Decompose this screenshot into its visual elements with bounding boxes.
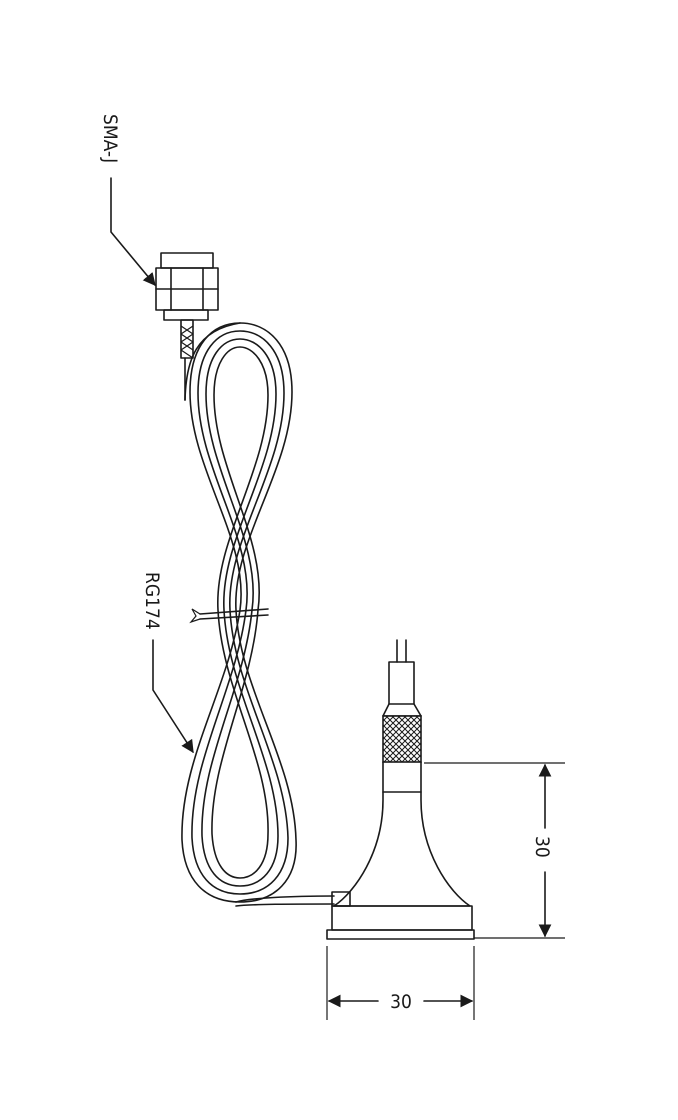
sma-leader [110,177,156,286]
cable-label: RG174 [141,572,163,630]
sma-connector [155,252,219,401]
width-label: 30 [390,991,412,1013]
width-dimension [326,946,475,1020]
sma-label: SMA-J [99,114,121,163]
cable-coil [181,322,335,907]
height-label: 30 [531,836,553,858]
magnetic-base [326,639,475,940]
height-dimension [424,762,565,939]
cable-leader [152,639,194,754]
